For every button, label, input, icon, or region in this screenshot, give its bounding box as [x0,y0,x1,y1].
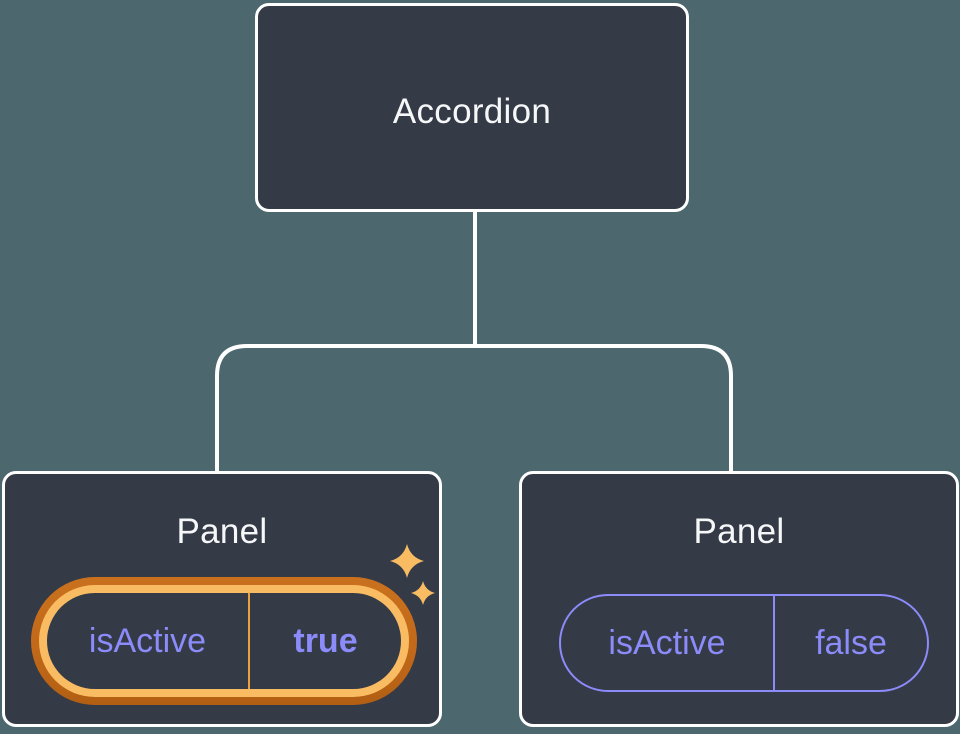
pill-divider [248,593,250,689]
state-pill-inactive: isActive false [559,594,929,692]
state-pill-active: isActive true [47,593,401,689]
state-pill-highlight-ring: isActive true [31,577,417,705]
connector-branch [215,344,733,472]
panel-node-inactive: Panel isActive false [519,471,959,727]
state-value: true [293,621,358,660]
state-value: false [815,623,887,662]
state-name: isActive [88,621,207,660]
node-label: Accordion [392,92,552,131]
panel-node-active: Panel isActive true [2,471,442,727]
pill-divider [773,596,775,690]
node-label: Panel [693,512,785,551]
state-name: isActive [608,623,726,662]
node-label: Panel [176,512,268,551]
root-node-accordion: Accordion [255,3,689,212]
